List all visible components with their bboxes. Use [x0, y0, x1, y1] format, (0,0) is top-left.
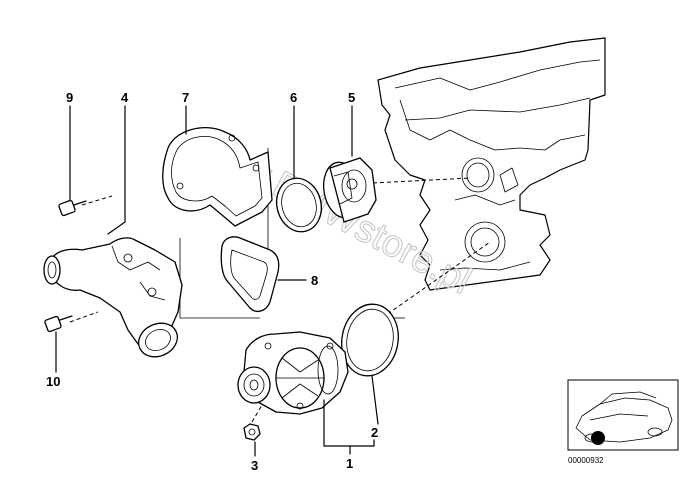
part-label-4: 4 [121, 90, 129, 105]
housing-gasket [162, 127, 273, 227]
housing-bolt-lower [44, 315, 73, 333]
water-pump-gasket [341, 303, 399, 377]
thermostat-housing [43, 237, 183, 358]
part-label-6: 6 [290, 90, 297, 105]
leader-lines [55, 105, 379, 457]
cover-gasket [220, 236, 280, 313]
engine-block [377, 37, 606, 291]
water-pump [237, 331, 349, 415]
location-marker [591, 431, 605, 445]
part-label-5: 5 [348, 90, 355, 105]
part-label-9: 9 [66, 90, 73, 105]
housing-bolt-upper [58, 199, 87, 217]
part-label-1: 1 [346, 456, 353, 471]
part-label-2: 2 [371, 425, 378, 440]
pump-nut [243, 423, 261, 441]
part-label-10: 10 [46, 374, 60, 389]
part-number-labels: 9 4 7 6 5 8 10 2 1 3 [46, 90, 378, 473]
reference-code: 00000932 [568, 456, 604, 465]
thermostat [322, 157, 377, 223]
thermostat-seal-ring [275, 177, 323, 233]
part-label-8: 8 [311, 273, 318, 288]
part-label-7: 7 [182, 90, 189, 105]
vehicle-locator-thumbnail: 00000932 [567, 379, 679, 465]
part-label-3: 3 [251, 458, 258, 473]
